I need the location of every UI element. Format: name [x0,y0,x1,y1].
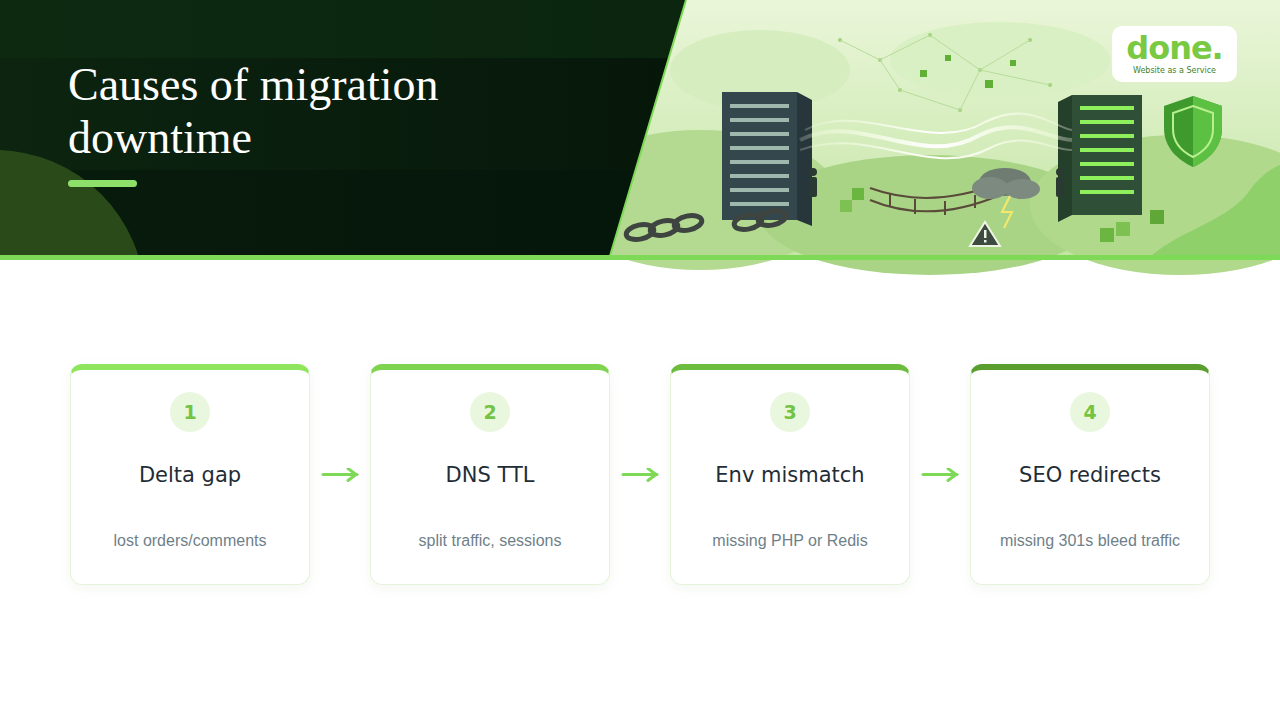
cloud [890,22,1110,98]
step-card: Delta gap lost orders/comments 1 [70,364,310,585]
green-road [1150,165,1280,257]
logo-badge: done.Website as a Service [1112,26,1237,82]
server-tower [722,92,797,220]
step-description: missing 301s bleed traffic [979,531,1201,550]
logo-wordmark: done. [1112,30,1237,66]
step-description: lost orders/comments [79,531,301,550]
step-card: DNS TTL split traffic, sessions 2 [370,364,610,585]
server-side [1058,95,1072,222]
header-rule [0,255,1280,260]
broken-chain [625,208,787,242]
step-number-text: 3 [783,401,796,423]
shield [1164,96,1222,167]
step-card: Env mismatch missing PHP or Redis 3 [670,364,910,585]
step-heading: DNS TTL [377,462,603,489]
step-number: 2 [470,392,510,432]
step-heading: Env mismatch [677,462,903,489]
step-number: 3 [770,392,810,432]
warning-sign [970,222,1000,246]
server-tower [1072,95,1142,215]
step-number-text: 2 [483,401,496,423]
step-number-text: 4 [1083,401,1096,423]
slide-title: Causes of migration downtime [68,58,508,164]
flow-arrow [323,473,357,476]
storm-cloud [972,168,1040,228]
network-lines [840,35,1050,110]
step-number: 1 [170,392,210,432]
server-slots [730,104,789,206]
title-underline [68,180,137,187]
logo-tagline: Website as a Service [1112,66,1237,76]
server-side [797,92,812,226]
data-cubes [840,55,1164,242]
step-heading: Delta gap [77,462,303,489]
panel-edge [610,0,686,256]
server-lights [1080,106,1134,194]
network-dots [838,33,1052,112]
step-card: SEO redirects missing 301s bleed traffic 4 [970,364,1210,585]
step-heading: SEO redirects [977,462,1203,489]
step-number: 4 [1070,392,1110,432]
flow-arrow [623,473,657,476]
flow-arrow [923,473,957,476]
step-description: missing PHP or Redis [679,531,901,550]
step-number-text: 1 [183,401,196,423]
step-description: split traffic, sessions [379,531,601,550]
data-stream [800,114,1072,159]
